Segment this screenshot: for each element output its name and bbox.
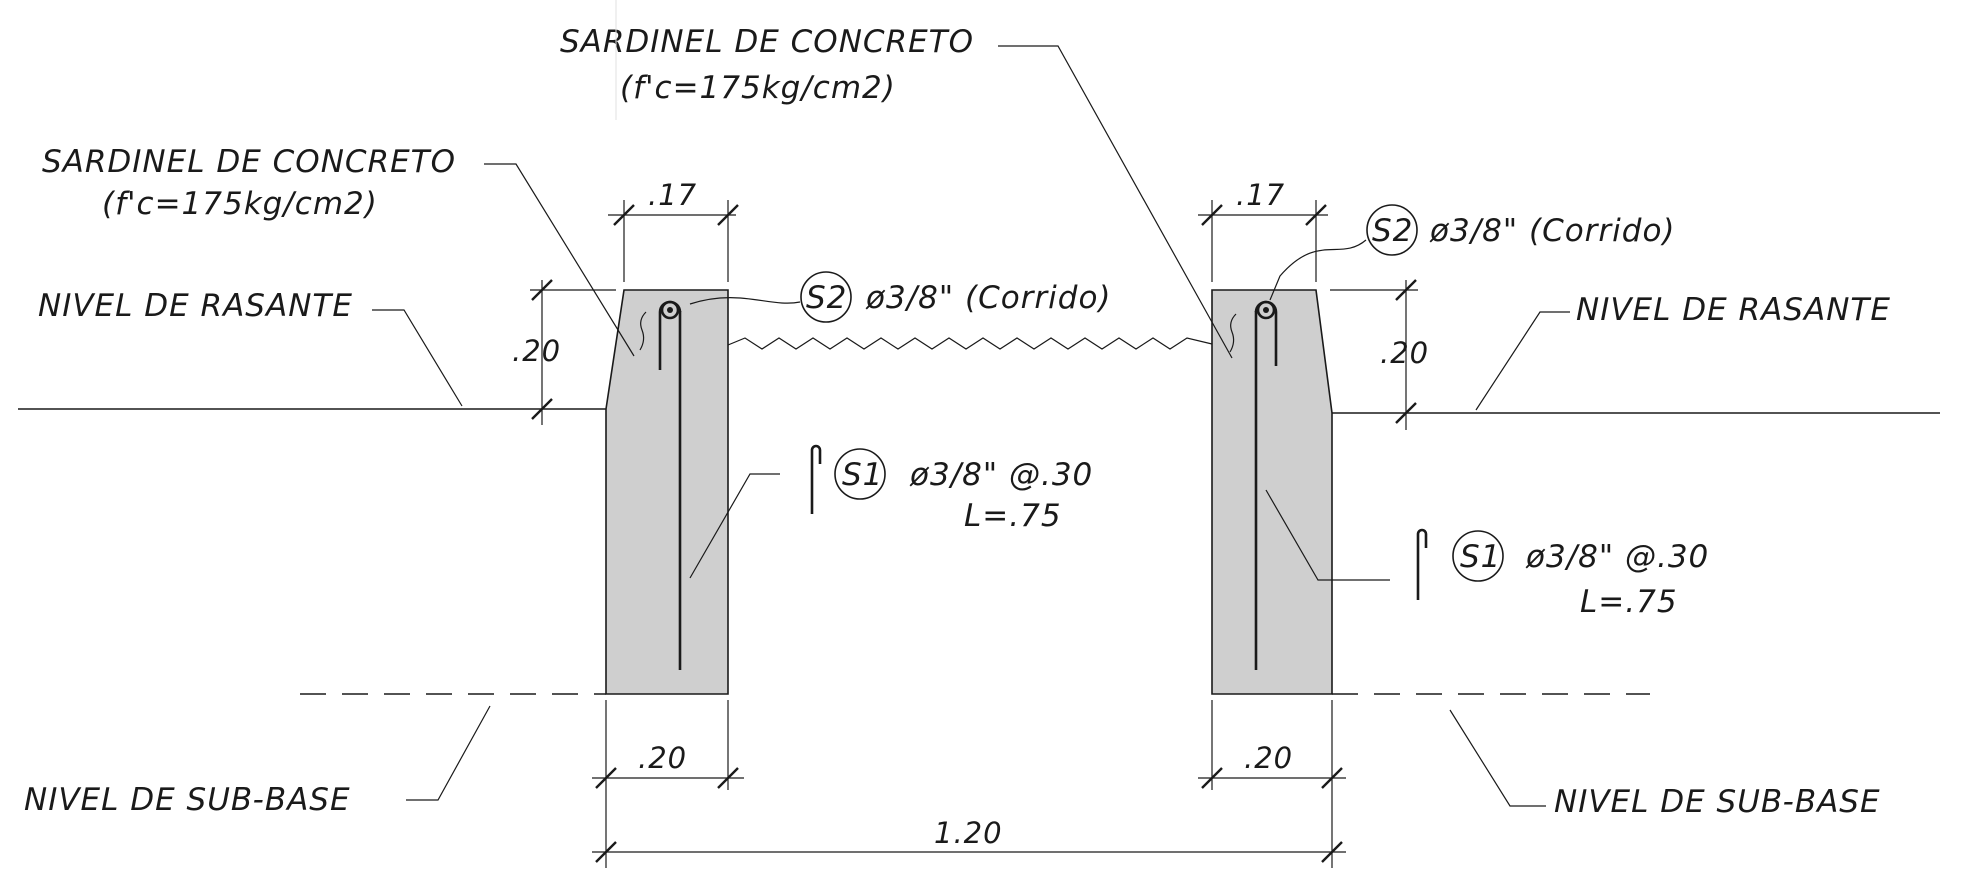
dim-height-right: .20 [1380,336,1429,370]
dim-height-right-tick1 [1395,279,1417,301]
spec-s2-left: ø3/8" (Corrido) [865,280,1112,316]
leader-subbase-right [1449,709,1546,807]
rebar-s2-left-dot [660,300,680,320]
dim-base-right-tick1 [1201,767,1223,789]
tag-s2-right-bubble [1366,204,1418,256]
rebar-icon-s1-left [810,444,822,514]
dim-base-right-tick2 [1321,767,1343,789]
tag-s1-right: S1 [1460,539,1501,575]
label-sardinel-top: SARDINEL DE CONCRETO [560,24,974,60]
dim-height-left-tick1 [531,279,553,301]
label-sardinel-left-spec: (f'c=175kg/cm2) [102,186,378,222]
leader-s2-right [1269,239,1367,301]
tag-s1-left-bubble [834,448,886,500]
tag-s1-left: S1 [842,457,883,493]
spec-s1-right: ø3/8" @.30 [1525,539,1709,575]
dim-height-right-tick2 [1395,402,1417,424]
leader-rasante-left [372,309,463,407]
dim-base-width-right: .20 [1244,741,1293,775]
spec-s1-left: ø3/8" @.30 [909,457,1093,493]
dim-top-right-tick2 [1305,204,1327,226]
length-s1-left: L=.75 [964,498,1062,534]
dim-base-width-left: .20 [638,741,687,775]
tag-s2-left-bubble [800,271,852,323]
dim-height-left-tick2 [531,398,553,420]
dim-height-left: .20 [512,334,561,368]
surface-wave [727,337,1213,350]
dim-total-tick1 [595,841,617,863]
rebar-s2-right-dot [1256,300,1276,320]
label-sardinel-top-spec: (f'c=175kg/cm2) [620,70,896,106]
label-rasante-left: NIVEL DE RASANTE [38,288,353,324]
rebar-s2-right-core [1263,307,1269,313]
curb-left [605,289,729,695]
leader-s1-left [689,473,780,579]
dim-total-width: 1.20 [934,816,1003,850]
dim-top-right-tick1 [1201,204,1223,226]
dim-top-left-tick1 [613,204,635,226]
length-s1-right: L=.75 [1580,584,1678,620]
stirrup-mark-left [639,311,647,351]
leader-s2-left [689,297,801,305]
tag-s2-left: S2 [806,280,847,316]
tag-s2-right: S2 [1372,213,1413,249]
stirrup-mark-right [1229,313,1237,353]
dim-top-left-tick2 [717,204,739,226]
leader-subbase-left [406,705,491,801]
dim-total-tick2 [1321,841,1343,863]
dim-top-width-left: .17 [648,178,697,212]
dim-top-width-right: .17 [1236,178,1285,212]
dim-base-left-tick2 [717,767,739,789]
dim-base-left-tick1 [595,767,617,789]
leader-sardinel-left [484,163,635,357]
leader-sardinel-top [998,45,1233,359]
label-rasante-right: NIVEL DE RASANTE [1576,292,1891,328]
rebar-s2-left-core [667,307,673,313]
leader-s1-right [1265,489,1390,581]
leader-rasante-right [1475,311,1570,411]
label-sardinel-left: SARDINEL DE CONCRETO [42,144,456,180]
tag-s1-right-bubble [1452,530,1504,582]
label-subbase-right: NIVEL DE SUB-BASE [1554,784,1881,820]
rebar-icon-s1-right [1416,528,1428,600]
curb-right [1211,289,1333,695]
label-subbase-left: NIVEL DE SUB-BASE [24,782,351,818]
spec-s2-right: ø3/8" (Corrido) [1429,213,1676,249]
